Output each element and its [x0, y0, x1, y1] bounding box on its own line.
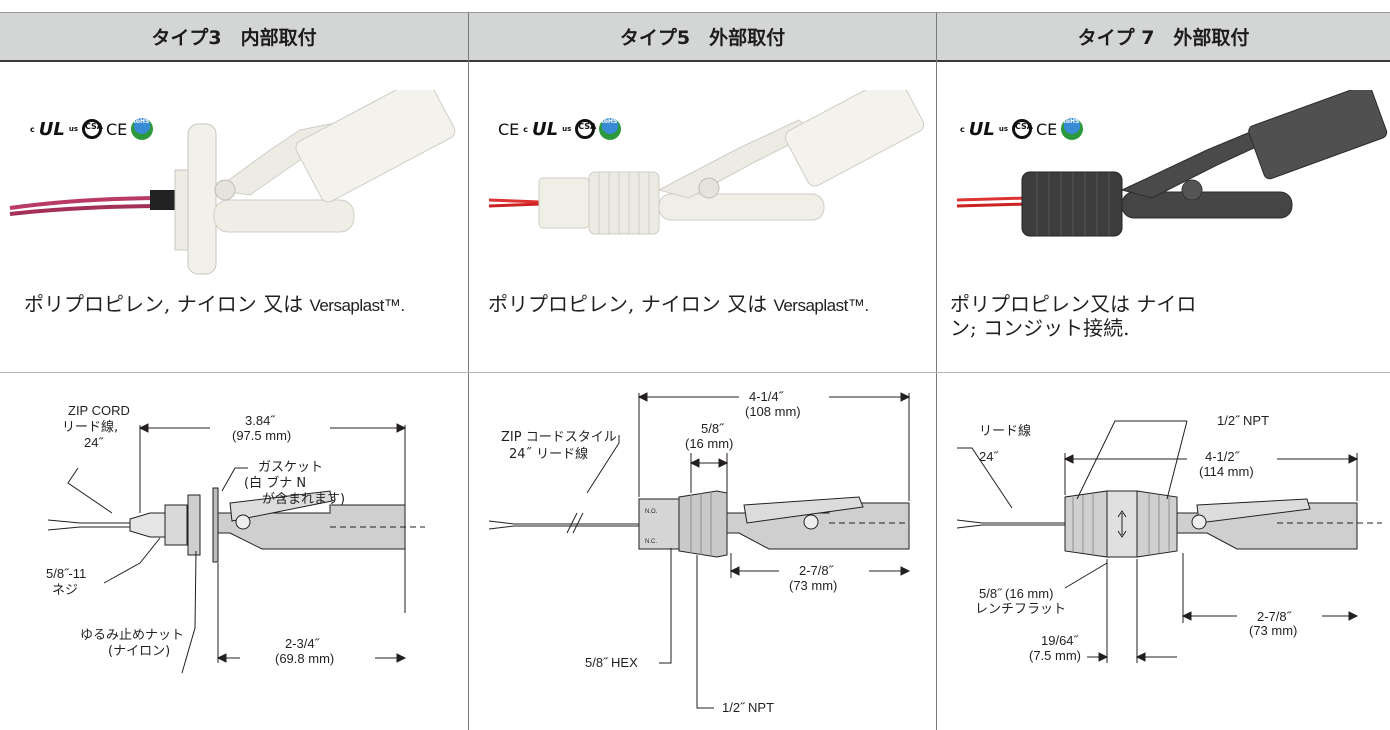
certification-marks: CE c UL us CSA RoHS — [498, 118, 622, 140]
float-switch-photo-type7 — [956, 90, 1388, 237]
svg-text:5/8˝: 5/8˝ — [701, 421, 725, 436]
svg-text:ネジ: ネジ — [52, 583, 78, 598]
svg-text:(73 mm): (73 mm) — [1249, 623, 1297, 638]
svg-text:(ナイロン): (ナイロン) — [108, 644, 170, 659]
svg-text:ガスケット: ガスケット — [258, 460, 323, 475]
svg-text:2-7/8˝: 2-7/8˝ — [1257, 609, 1293, 624]
svg-text:(白 ブナ N: (白 ブナ N — [244, 475, 306, 491]
svg-text:N.O.: N.O. — [645, 509, 658, 515]
material-description-type5: ポリプロピレン, ナイロン 又は Versaplast™. — [488, 292, 869, 316]
certification-marks: c UL us CSA CE RoHS — [960, 118, 1084, 140]
svg-text:が含まれます): が含まれます) — [262, 491, 345, 507]
material-description-type3: ポリプロピレン, ナイロン 又は Versaplast™. — [24, 292, 405, 316]
svg-text:(114 mm): (114 mm) — [1199, 464, 1254, 479]
table-top-rule — [0, 12, 1390, 13]
dimension-drawing-type7: リード線 24˝ 1/2˝ NPT 4-1/2˝ (114 mm) 5/8˝ (… — [956, 413, 1382, 663]
certification-marks: c UL us CSA CE RoHS — [30, 118, 154, 140]
svg-text:ZIP コードスタイル: ZIP コードスタイル — [501, 430, 617, 445]
svg-text:ゆるみ止めナット: ゆるみ止めナット — [80, 628, 184, 643]
svg-text:1/2˝ NPT: 1/2˝ NPT — [722, 700, 774, 715]
column-divider — [936, 12, 937, 730]
svg-text:1/2˝ NPT: 1/2˝ NPT — [1217, 413, 1269, 428]
svg-text:3.84˝: 3.84˝ — [245, 413, 276, 428]
float-switch-photo-type3 — [9, 90, 456, 275]
svg-text:(97.5 mm): (97.5 mm) — [232, 428, 291, 443]
svg-text:4-1/4˝: 4-1/4˝ — [749, 389, 785, 404]
row-divider — [0, 372, 1390, 373]
svg-text:2-7/8˝: 2-7/8˝ — [799, 563, 835, 578]
material-description-type7: ポリプロピレン又は ナイロ ン; コンジット接続. — [950, 292, 1197, 340]
svg-text:5/8˝ HEX: 5/8˝ HEX — [585, 655, 638, 670]
svg-text:ZIP CORD: ZIP CORD — [68, 403, 130, 418]
svg-text:5/8˝ (16 mm): 5/8˝ (16 mm) — [979, 586, 1053, 601]
svg-text:19/64˝: 19/64˝ — [1041, 633, 1080, 648]
dimension-drawing-type5: ZIP コードスタイル 24˝ リード線 4-1/4˝ (108 mm) 5/8… — [488, 389, 911, 715]
svg-text:(108 mm): (108 mm) — [745, 404, 801, 419]
column-header-type7: タイプ 7 外部取付 — [937, 12, 1390, 62]
svg-text:4-1/2˝: 4-1/2˝ — [1205, 449, 1241, 464]
svg-text:2-3/4˝: 2-3/4˝ — [285, 636, 321, 651]
svg-text:(7.5 mm): (7.5 mm) — [1029, 648, 1081, 663]
svg-text:(73 mm): (73 mm) — [789, 578, 837, 593]
svg-text:(16 mm): (16 mm) — [685, 436, 733, 451]
dimension-drawing-type3: ZIP CORD リード線, 24˝ 3.84˝ (97.5 mm) ガスケット… — [46, 403, 425, 674]
svg-text:リード線: リード線 — [979, 423, 1031, 439]
column-header-type3: タイプ3 内部取付 — [0, 12, 468, 62]
svg-text:N.C.: N.C. — [645, 539, 657, 545]
column-header-type5: タイプ5 外部取付 — [469, 12, 936, 62]
svg-text:(69.8 mm): (69.8 mm) — [275, 651, 334, 666]
float-switch-photo-type5 — [488, 90, 925, 235]
svg-text:24˝: 24˝ — [979, 449, 999, 464]
svg-text:5/8˝-11: 5/8˝-11 — [46, 566, 86, 581]
svg-text:リード線,: リード線, — [62, 419, 118, 435]
column-divider — [468, 12, 469, 730]
svg-text:24˝ リード線: 24˝ リード線 — [509, 446, 588, 462]
svg-text:レンチフラット: レンチフラット — [975, 602, 1066, 617]
svg-text:24˝: 24˝ — [84, 435, 104, 450]
